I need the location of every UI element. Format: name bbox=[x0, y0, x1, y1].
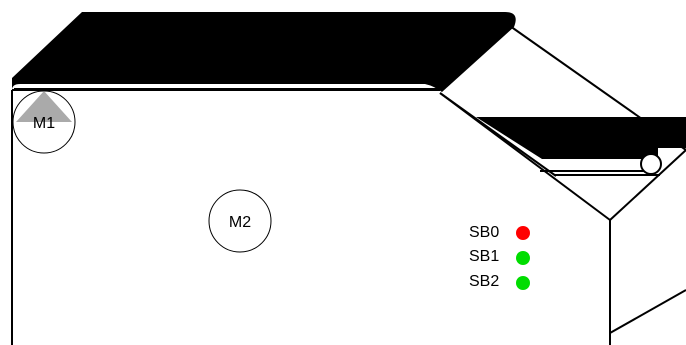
sensor-sb0-led bbox=[516, 226, 530, 240]
upper-belt bbox=[12, 12, 516, 92]
right-box-side-diagonal bbox=[609, 289, 686, 334]
right-box bbox=[439, 25, 686, 345]
lower-belt bbox=[476, 117, 686, 159]
sensor-sb2: SB2 bbox=[469, 273, 530, 290]
motor-m1: M1 bbox=[12, 90, 76, 154]
sensor-sb0: SB0 bbox=[469, 224, 530, 241]
right-box-back-diagonal bbox=[609, 149, 686, 221]
sensor-sb1-led bbox=[516, 251, 530, 265]
main-body bbox=[11, 89, 557, 345]
motor-m2-label: M2 bbox=[229, 214, 251, 231]
lower-conveyor bbox=[476, 117, 686, 175]
sensor-sb1-label: SB1 bbox=[469, 248, 499, 265]
motor-m1-triangle-icon bbox=[16, 91, 72, 122]
motor-m2-circle bbox=[208, 189, 272, 253]
sensor-sb1: SB1 bbox=[469, 248, 530, 265]
main-body-slope-edge bbox=[439, 92, 557, 177]
sensor-sb0-label: SB0 bbox=[469, 224, 499, 241]
motor-m1-label: M1 bbox=[33, 115, 55, 132]
sensor-sb2-led bbox=[516, 276, 530, 290]
lower-belt-roller bbox=[640, 153, 662, 175]
sensor-sb2-label: SB2 bbox=[469, 273, 499, 290]
motor-m2: M2 bbox=[208, 189, 272, 253]
